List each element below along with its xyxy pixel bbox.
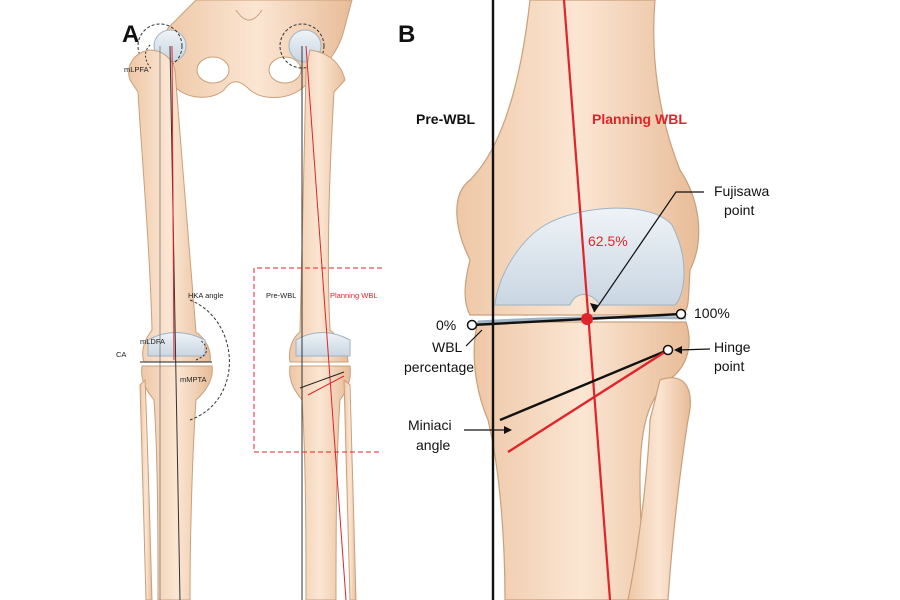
zoom-box (253, 267, 382, 453)
hundred-percent-label: 100% (694, 305, 730, 321)
miniaci-red-line (507, 348, 669, 454)
fujisawa-label-line1: Fujisawa (714, 183, 769, 199)
right-black-miniaci-line (299, 371, 345, 389)
wbl-percentage-line (471, 312, 682, 327)
mlpfa-label: mLPFA (124, 65, 149, 74)
fujisawa-label-line2: point (724, 202, 754, 218)
fibula (627, 377, 691, 600)
right-planning-wbl-line (305, 45, 347, 600)
panel-a-letter: A (122, 21, 139, 48)
hka-arc (189, 299, 230, 421)
mmpta-label: mMPTA (180, 375, 207, 384)
wbl-percent-value: 62.5% (588, 233, 628, 249)
planning-wbl-line (562, 0, 612, 600)
wbl-label-line1: WBL (432, 339, 463, 355)
right-tibia (289, 365, 351, 600)
zero-percent-point (466, 319, 478, 331)
miniaci-black-line (499, 348, 669, 422)
left-knee-cartilage (147, 332, 206, 357)
hinge-point-marker (662, 344, 674, 356)
miniaci-label-line2: angle (416, 437, 450, 453)
mlpfa-arc (145, 44, 153, 71)
right-femur (289, 49, 349, 363)
fujisawa-point-marker (581, 313, 593, 325)
left-mechanical-axis (169, 45, 181, 600)
left-red-line (171, 45, 175, 361)
fujisawa-arrowhead (590, 303, 598, 312)
planning-wbl-heading: Planning WBL (592, 111, 687, 127)
pre-wbl-heading: Pre-WBL (416, 111, 476, 127)
miniaci-label-line1: Miniaci (408, 417, 452, 433)
miniaci-arrowhead (504, 426, 512, 434)
hinge-leader (677, 348, 711, 351)
panel-b: B Pre-WBL Planning WBL 62.5% Fujisawa po… (398, 0, 769, 600)
panel-a: A mLPF (116, 0, 382, 600)
zero-percent-label: 0% (436, 317, 456, 333)
panel-b-letter: B (398, 21, 415, 48)
hinge-label-line2: point (714, 358, 744, 374)
mldfa-arc (195, 339, 207, 361)
hka-angle-label: HKA angle (188, 291, 223, 300)
hundred-percent-point (675, 308, 687, 320)
tibial-plateau (477, 316, 687, 324)
wbl-leader (465, 329, 483, 347)
panel-a-pre-wbl-label: Pre-WBL (266, 291, 296, 300)
left-hip-circle (137, 23, 183, 69)
mldfa-label: mLDFA (140, 337, 165, 346)
left-fibula (139, 378, 153, 600)
right-fibula (343, 378, 357, 600)
left-tibia (141, 365, 213, 600)
femoral-cartilage (494, 207, 685, 306)
right-knee-cartilage (295, 332, 351, 357)
right-hip-circle (279, 23, 325, 69)
hinge-arrowhead (674, 346, 682, 354)
right-red-miniaci-line (307, 375, 345, 396)
fujisawa-leader (593, 191, 704, 313)
hinge-label-line1: Hinge (714, 339, 751, 355)
panel-a-planning-wbl-label: Planning WBL (330, 291, 378, 300)
ca-label: CA (116, 350, 126, 359)
wbl-label-line2: percentage (404, 359, 474, 375)
